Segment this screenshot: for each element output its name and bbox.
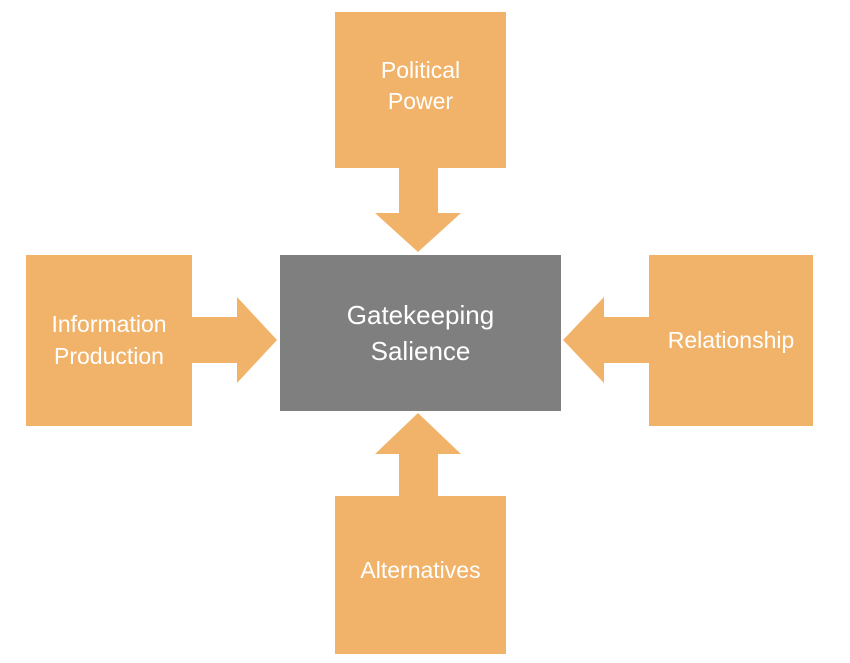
arrow-right-to-center [563, 297, 649, 383]
relationship-label: Relationship [667, 326, 795, 353]
gatekeeping-salience-label: Gatekeeping Salience [346, 299, 495, 366]
political-power-label: Political Power [380, 56, 461, 114]
arrow-left-to-center [192, 297, 277, 383]
alternatives-label: Alternatives [360, 557, 481, 584]
information-production-label: Information Production [51, 311, 167, 369]
political-power-box: Political Power [335, 12, 506, 168]
arrow-bottom-to-center [375, 413, 461, 496]
information-production-box: Information Production [26, 255, 192, 426]
relationship-box: Relationship [649, 255, 813, 426]
alternatives-box: Alternatives [335, 496, 506, 654]
arrow-top-to-center [375, 168, 461, 252]
gatekeeping-salience-box: Gatekeeping Salience [280, 255, 561, 411]
